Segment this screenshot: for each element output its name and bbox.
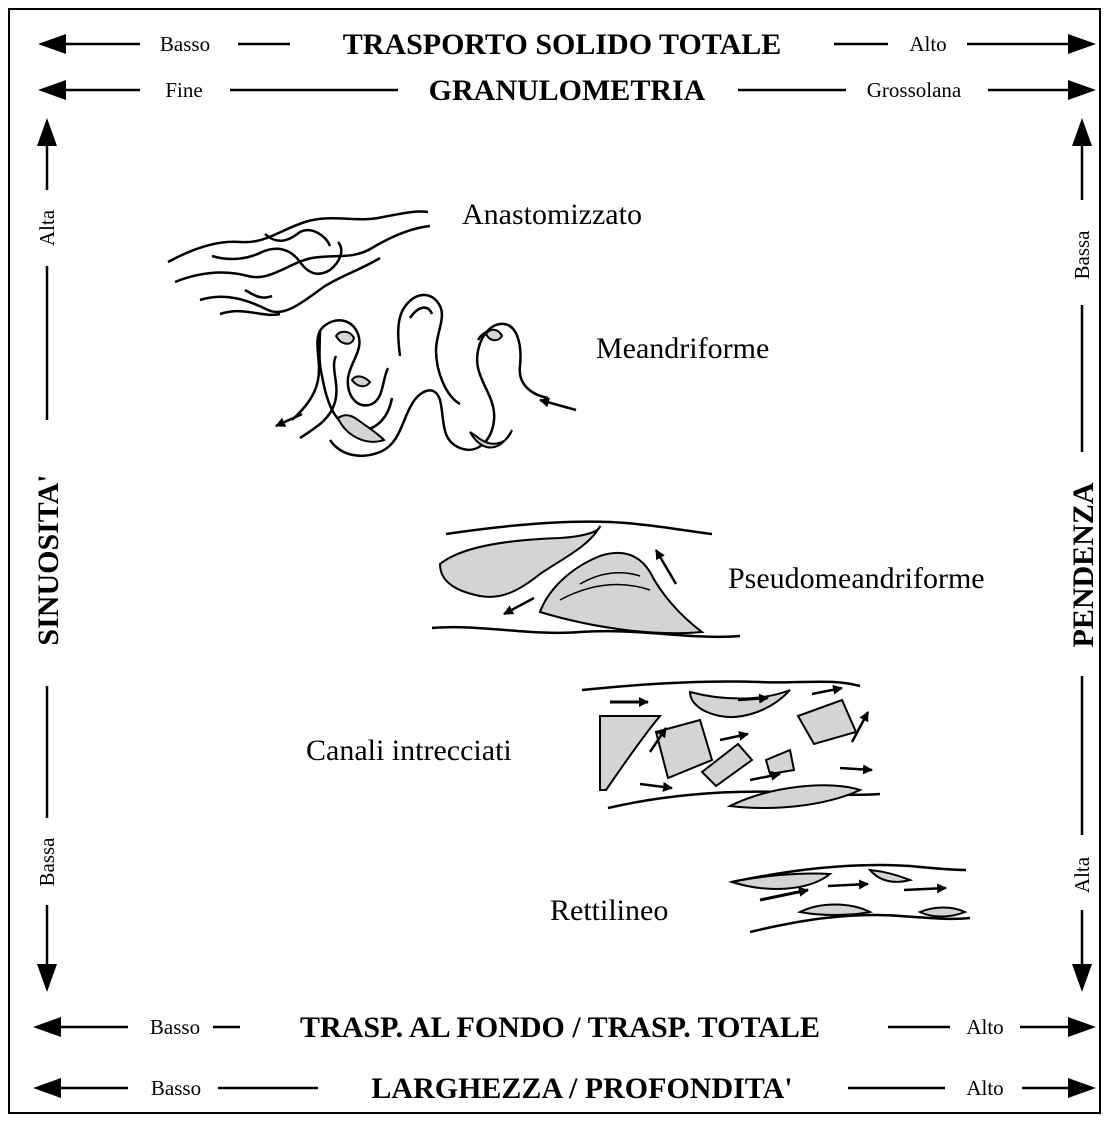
canali-intrecciati-sketch-icon [581, 680, 881, 810]
axis-title: PENDENZA [1067, 482, 1100, 647]
axis-title: LARGHEZZA / PROFONDITA' [371, 1072, 792, 1105]
axis-trasp-fondo-totale: Basso TRASP. AL FONDO / TRASP. TOTALE Al… [33, 1011, 1096, 1044]
axis-bottom-label: Bassa [35, 837, 59, 887]
channel-label-meandriforme: Meandriforme [596, 332, 769, 365]
flow-arrow-icon [903, 883, 947, 894]
axis-trasporto-solido-totale: Basso TRASPORTO SOLIDO TOTALE Alto [38, 28, 1096, 61]
flow-arrow-icon [654, 549, 678, 585]
arrowhead-left-icon [38, 80, 66, 100]
channel-label-rettilineo: Rettilineo [550, 894, 668, 927]
pseudomeandriforme-sketch-icon [431, 520, 741, 639]
flow-arrow-icon [737, 693, 769, 704]
meandriforme-sketch-icon [275, 293, 577, 457]
arrowhead-up-icon [1072, 118, 1092, 146]
arrowhead-right-icon [1068, 80, 1096, 100]
flow-arrow-icon [759, 886, 809, 902]
arrowhead-down-icon [1072, 964, 1092, 992]
arrowhead-left-icon [38, 34, 66, 54]
flow-arrow-icon [811, 684, 843, 696]
arrowhead-down-icon [37, 964, 57, 992]
axis-title: TRASP. AL FONDO / TRASP. TOTALE [300, 1011, 820, 1044]
flow-arrow-icon [850, 711, 870, 743]
axis-title: GRANULOMETRIA [429, 74, 706, 107]
axis-bottom-label: Alta [1070, 856, 1094, 893]
axis-high-label: Alto [966, 1076, 1003, 1100]
axis-low-label: Basso [150, 1015, 200, 1039]
anastomizzato-sketch-icon [167, 210, 431, 317]
axis-title: TRASPORTO SOLIDO TOTALE [343, 28, 782, 61]
flow-arrow-icon [503, 596, 535, 616]
arrowhead-left-icon [33, 1078, 61, 1098]
arrowhead-right-icon [1068, 1078, 1096, 1098]
axis-low-label: Fine [165, 78, 202, 102]
channel-label-anastomizzato: Anastomizzato [462, 198, 642, 231]
axis-high-label: Alto [966, 1015, 1003, 1039]
axis-low-label: Basso [151, 1076, 201, 1100]
flow-arrow-icon [648, 727, 668, 753]
axis-high-label: Alto [909, 32, 946, 56]
axis-low-label: Basso [160, 32, 210, 56]
channel-label-canali-intrecciati: Canali intrecciati [306, 734, 512, 767]
flow-arrow-icon [275, 412, 303, 428]
flow-arrow-icon [749, 770, 781, 782]
channel-label-pseudomeandriforme: Pseudomeandriforme [728, 562, 985, 595]
axis-granulometria: Fine GRANULOMETRIA Grossolana [38, 74, 1096, 107]
rettilineo-sketch-icon [728, 863, 971, 934]
flow-arrow-icon [719, 730, 749, 742]
arrowhead-up-icon [37, 118, 57, 146]
flow-arrow-icon [639, 781, 673, 792]
axis-sinuosita: Alta SINUOSITA' Bassa [32, 118, 65, 992]
axis-top-label: Bassa [1070, 230, 1094, 280]
axis-title: SINUOSITA' [32, 474, 65, 645]
flow-arrow-icon [539, 397, 577, 412]
arrowhead-right-icon [1068, 1017, 1096, 1037]
flow-arrow-icon [839, 764, 873, 775]
axis-larghezza-profondita: Basso LARGHEZZA / PROFONDITA' Alto [33, 1072, 1096, 1105]
arrowhead-right-icon [1068, 34, 1096, 54]
arrowhead-left-icon [33, 1017, 61, 1037]
axis-high-label: Grossolana [867, 78, 962, 102]
flow-arrow-icon [827, 879, 869, 890]
axis-pendenza: Bassa PENDENZA Alta [1067, 118, 1100, 992]
axis-top-label: Alta [35, 209, 59, 246]
